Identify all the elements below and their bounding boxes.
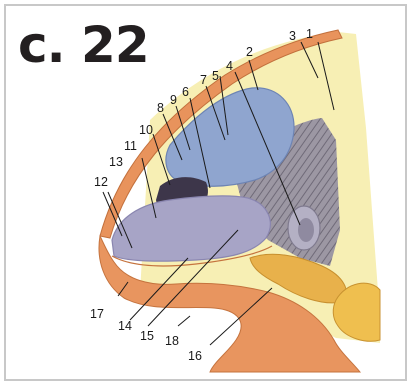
label-11: 11 [124, 139, 137, 153]
sesamoid-cartilage-inner [298, 218, 314, 242]
label-9: 9 [170, 93, 177, 107]
label-2: 2 [246, 45, 253, 59]
label-15: 15 [140, 329, 154, 343]
label-8: 8 [157, 101, 164, 115]
label-17: 17 [90, 307, 104, 321]
label-12: 12 [94, 175, 108, 189]
label-6: 6 [182, 85, 189, 99]
label-7: 7 [200, 73, 207, 87]
lower-lateral-cartilage [112, 196, 270, 261]
label-1: 1 [306, 27, 313, 41]
label-10: 10 [139, 123, 153, 137]
label-14: 14 [118, 319, 132, 333]
label-16: 16 [188, 349, 202, 363]
label-13: 13 [109, 155, 123, 169]
label-4: 4 [226, 59, 233, 73]
figure-label: c. 22 [18, 20, 149, 70]
label-3: 3 [289, 29, 296, 43]
label-5: 5 [212, 69, 219, 83]
label-18: 18 [165, 334, 179, 348]
